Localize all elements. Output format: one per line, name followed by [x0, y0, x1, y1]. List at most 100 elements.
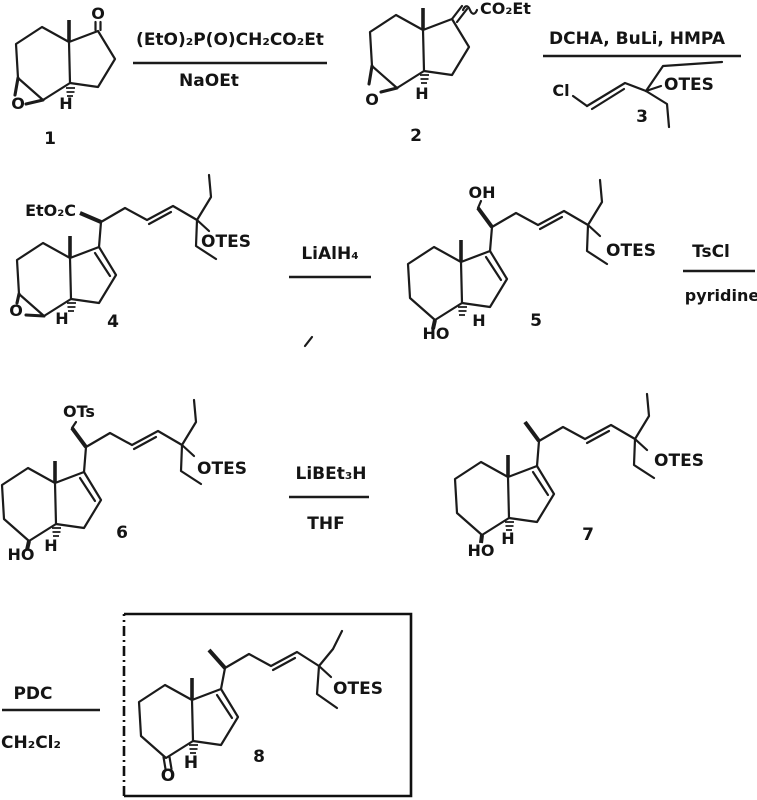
c4-ester-wedge	[79, 211, 102, 224]
c7-otes-bond	[633, 437, 649, 452]
c5-hydroxyl-wedge	[431, 319, 437, 330]
step-1-reagent-above: (EtO)₂P(O)CH₂CO₂Et	[136, 30, 324, 50]
step-2-reagent-above: DCHA, BuLi, HMPA	[549, 29, 726, 49]
compound-3: Cl OTES 3	[552, 60, 724, 129]
step-6-arrow: PDC CH₂Cl₂	[1, 684, 100, 753]
product-box-solid-borders	[124, 612, 413, 798]
c6-ots-bond	[70, 420, 78, 430]
c7-otes-label: OTES	[654, 451, 704, 471]
c7-fivering	[506, 464, 556, 524]
c8-upper-ethyl	[317, 629, 344, 668]
c8-ketone-double-bond	[162, 755, 173, 771]
c2-stereo-h-label: H	[415, 84, 428, 103]
c5-hydroxymethyl-wedge	[476, 206, 494, 229]
c5-number: 5	[530, 311, 542, 331]
c2-number: 2	[410, 126, 422, 146]
c8-chain-double-bond-parallel	[271, 656, 297, 672]
c5-otes-bond	[586, 223, 602, 238]
c5-hydroxymethyl-label: OH	[469, 183, 496, 202]
c7-lower-ethyl	[632, 437, 656, 480]
c1-sixring	[14, 25, 72, 102]
c3-upper-ethyl	[644, 60, 724, 93]
c5-stereo-h-label: H	[472, 311, 485, 330]
step-5-reagent-above: LiBEt₃H	[295, 464, 366, 484]
c3-alkene-main	[585, 81, 648, 108]
c5-upper-ethyl	[586, 178, 604, 227]
c3-otes-label: OTES	[664, 75, 714, 95]
c7-hydroxyl-wedge	[479, 534, 484, 544]
c5-chain-double-bond-parallel	[538, 215, 564, 231]
c4-otes-bond	[195, 218, 211, 233]
c8-stereo-h-label: H	[184, 753, 198, 773]
c1-number: 1	[44, 129, 56, 149]
c4-side-chain	[97, 204, 199, 249]
c6-upper-ethyl	[180, 398, 198, 447]
c7-upper-ethyl	[633, 392, 651, 441]
c1-stereo-h-label: H	[59, 94, 72, 113]
c2-epoxide-o-label: O	[365, 90, 379, 109]
c2-stereo-hashes	[420, 74, 429, 84]
c8-ring-double-bond-inner	[215, 693, 234, 720]
compound-6: OTs OTES HO H 6	[0, 398, 247, 564]
c2-epoxide-bonds	[367, 64, 399, 94]
c8-side-chain	[219, 650, 321, 691]
c2-ester-label: CO₂Et	[480, 0, 531, 18]
c6-tosylate-label: OTs	[63, 402, 95, 421]
c1-ketone-double-bond	[94, 20, 102, 32]
c4-otes-label: OTES	[201, 232, 251, 252]
c8-otes-label: OTES	[333, 679, 383, 699]
c1-fivering	[67, 29, 117, 89]
c6-hydroxyl-label: HO	[8, 545, 35, 564]
c8-ketone-o-label: O	[161, 766, 175, 786]
step-1-arrow: (EtO)₂P(O)CH₂CO₂Et NaOEt	[133, 30, 327, 91]
c4-chain-double-bond-parallel	[147, 210, 173, 226]
c3-chloride-label: Cl	[552, 81, 569, 100]
c6-lower-ethyl	[179, 443, 203, 486]
c4-stereo-hashes	[67, 302, 76, 312]
c6-sixring	[0, 466, 58, 543]
c6-otes-label: OTES	[197, 459, 247, 479]
c4-fivering	[68, 245, 118, 305]
c6-tosylate-wedge	[70, 426, 88, 449]
c6-chain-double-bond-parallel	[132, 435, 158, 451]
c3-chloride-bond	[571, 94, 589, 108]
c2-sixring	[368, 13, 426, 90]
c2-fivering	[421, 17, 471, 77]
c4-upper-ethyl	[195, 173, 213, 222]
step-2-arrow: DCHA, BuLi, HMPA	[543, 29, 741, 58]
step-6-reagent-below: CH₂Cl₂	[1, 733, 61, 753]
c1-epoxide-bonds	[13, 76, 45, 106]
c4-number: 4	[107, 312, 119, 332]
compound-2: CO₂Et O H 2	[365, 0, 531, 146]
c7-hydroxyl-label: HO	[468, 541, 495, 560]
c4-ring-double-bond-inner	[93, 251, 112, 278]
c4-epoxide-bonds	[15, 292, 46, 318]
c2-squiggle-bond	[461, 5, 479, 15]
step-3-reagent-above: LiAlH₄	[301, 244, 358, 264]
c8-lower-ethyl	[315, 664, 339, 710]
c8-sixring	[137, 683, 195, 760]
c3-number: 3	[636, 107, 648, 127]
c7-stereo-h-label: H	[501, 529, 514, 548]
c6-hydroxyl-wedge	[25, 540, 31, 551]
step-3-arrow: LiAlH₄	[289, 244, 371, 279]
c4-sixring	[15, 241, 73, 318]
compound-5: OH OTES HO H 5	[406, 178, 656, 343]
c4-epoxide-o-label: O	[9, 301, 23, 320]
c1-epoxide-o-label: O	[11, 94, 25, 113]
c1-stereo-hashes	[66, 87, 75, 97]
c3-otes-bond	[644, 84, 663, 93]
c5-stereo-hashes	[458, 306, 467, 316]
c7-ring-double-bond-inner	[531, 470, 550, 497]
c6-fivering	[53, 470, 103, 530]
c7-stereo-hashes	[505, 521, 514, 531]
c8-fivering	[190, 687, 240, 747]
c8-stereo-hashes	[189, 744, 198, 754]
compound-7: OTES HO H 7	[453, 392, 704, 560]
c6-stereo-hashes	[52, 527, 61, 537]
c5-oh-bond	[476, 199, 483, 210]
step-1-reagent-below: NaOEt	[179, 71, 239, 91]
c7-chain-double-bond-parallel	[585, 429, 611, 445]
